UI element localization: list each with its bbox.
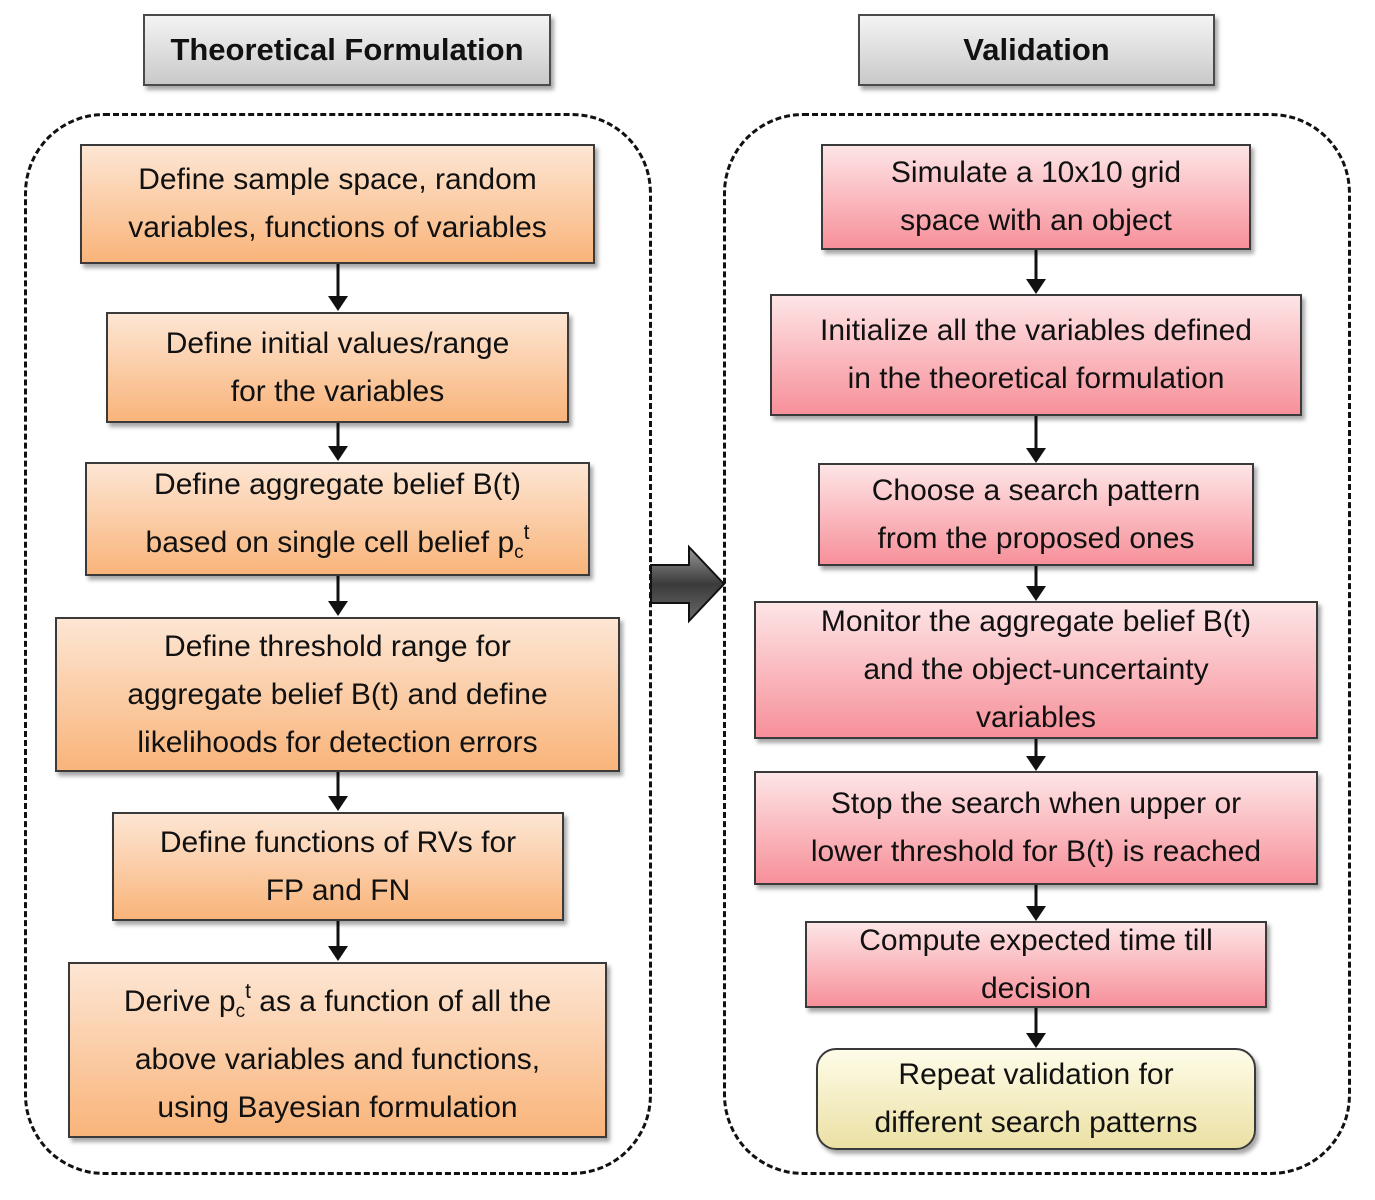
transition-arrow-icon (650, 544, 726, 624)
theoretical-formulation-panel (24, 113, 652, 1175)
step-define-aggregate-belief: Define aggregate belief B(t) based on si… (85, 462, 590, 576)
step-monitor-belief: Monitor the aggregate belief B(t) and th… (754, 601, 1318, 739)
step-stop-search: Stop the search when upper or lower thre… (754, 771, 1318, 885)
step-define-initial-values: Define initial values/range for the vari… (106, 312, 569, 423)
pct-symbol: pct (218, 980, 251, 1022)
step-define-sample-space: Define sample space, random variables, f… (80, 144, 595, 264)
theoretical-formulation-header: Theoretical Formulation (143, 14, 551, 86)
step-compute-expected-time: Compute expected time till decision (805, 921, 1267, 1008)
step-define-functions-of-rvs: Define functions of RVs for FP and FN (112, 812, 564, 921)
validation-header: Validation (858, 14, 1215, 86)
step-derive-pct: Derive pct as a function of all the abov… (68, 962, 607, 1138)
step-repeat-validation: Repeat validation for different search p… (816, 1048, 1256, 1150)
step-choose-search-pattern: Choose a search pattern from the propose… (818, 463, 1254, 566)
step-initialize-variables: Initialize all the variables defined in … (770, 294, 1302, 416)
pct-symbol: pct (497, 521, 530, 563)
step-define-threshold-range: Define threshold range for aggregate bel… (55, 617, 620, 772)
step-simulate-grid: Simulate a 10x10 grid space with an obje… (821, 144, 1251, 250)
validation-panel (723, 113, 1351, 1175)
